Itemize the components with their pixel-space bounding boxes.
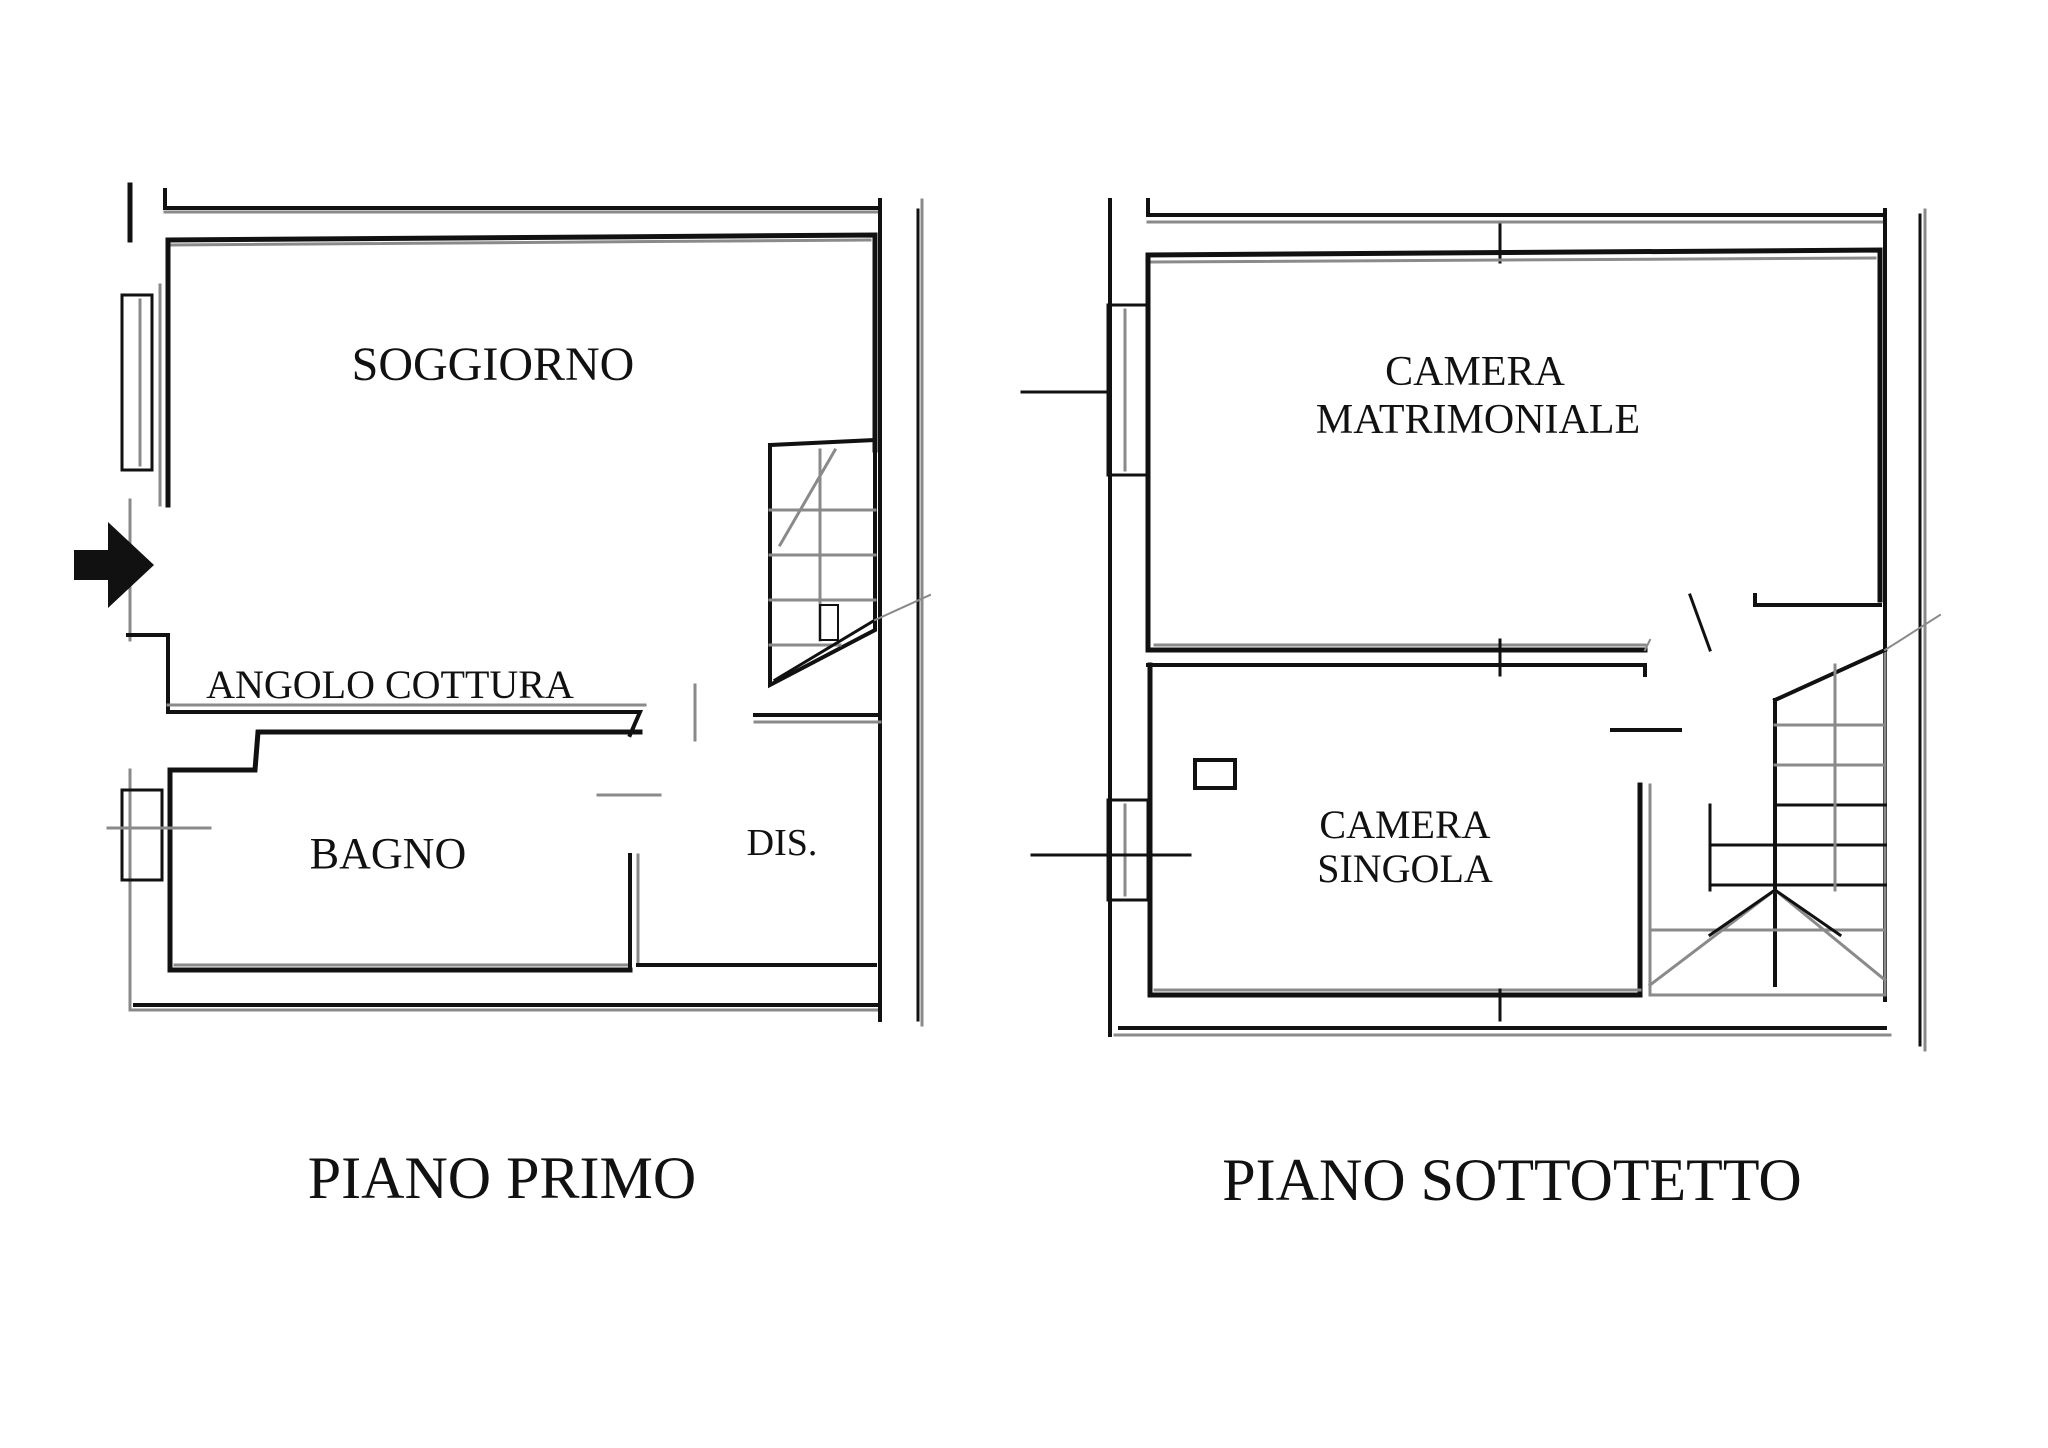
outer-walls-sottotetto [1108,198,1927,1052]
room-label-camera-singola-line1: CAMERA [1319,802,1490,847]
window-sottotetto-upper [1020,303,1150,477]
outer-walls-primo [127,182,924,1027]
window-sottotetto-lower [1030,798,1192,902]
inner-walls-primo [126,232,882,973]
room-label-bagno: BAGNO [310,829,466,878]
chimney [1193,758,1237,790]
room-label-dis: DIS. [747,822,818,864]
room-label-camera-singola-line2: SINGOLA [1317,846,1493,891]
room-label-camera-matrimoniale-line2: MATRIMONIALE [1316,397,1640,443]
staircase-primo [767,437,932,689]
floor-title-piano-sottotetto: PIANO SOTTOTETTO [1222,1147,1801,1213]
room-label-angolo-cottura: ANGOLO COTTURA [206,662,574,707]
room-label-soggiorno: SOGGIORNO [352,338,635,391]
window-primo-lower [106,788,212,882]
window-primo-upper [120,293,154,472]
plan-piano-sottotetto [1020,198,1942,1052]
arrow-right-icon [74,522,154,608]
staircase-sottotetto [1647,613,1942,997]
room-label-camera-matrimoniale-line1: CAMERA [1385,349,1565,395]
plan-piano-primo [74,182,932,1027]
floor-title-piano-primo: PIANO PRIMO [308,1145,696,1211]
